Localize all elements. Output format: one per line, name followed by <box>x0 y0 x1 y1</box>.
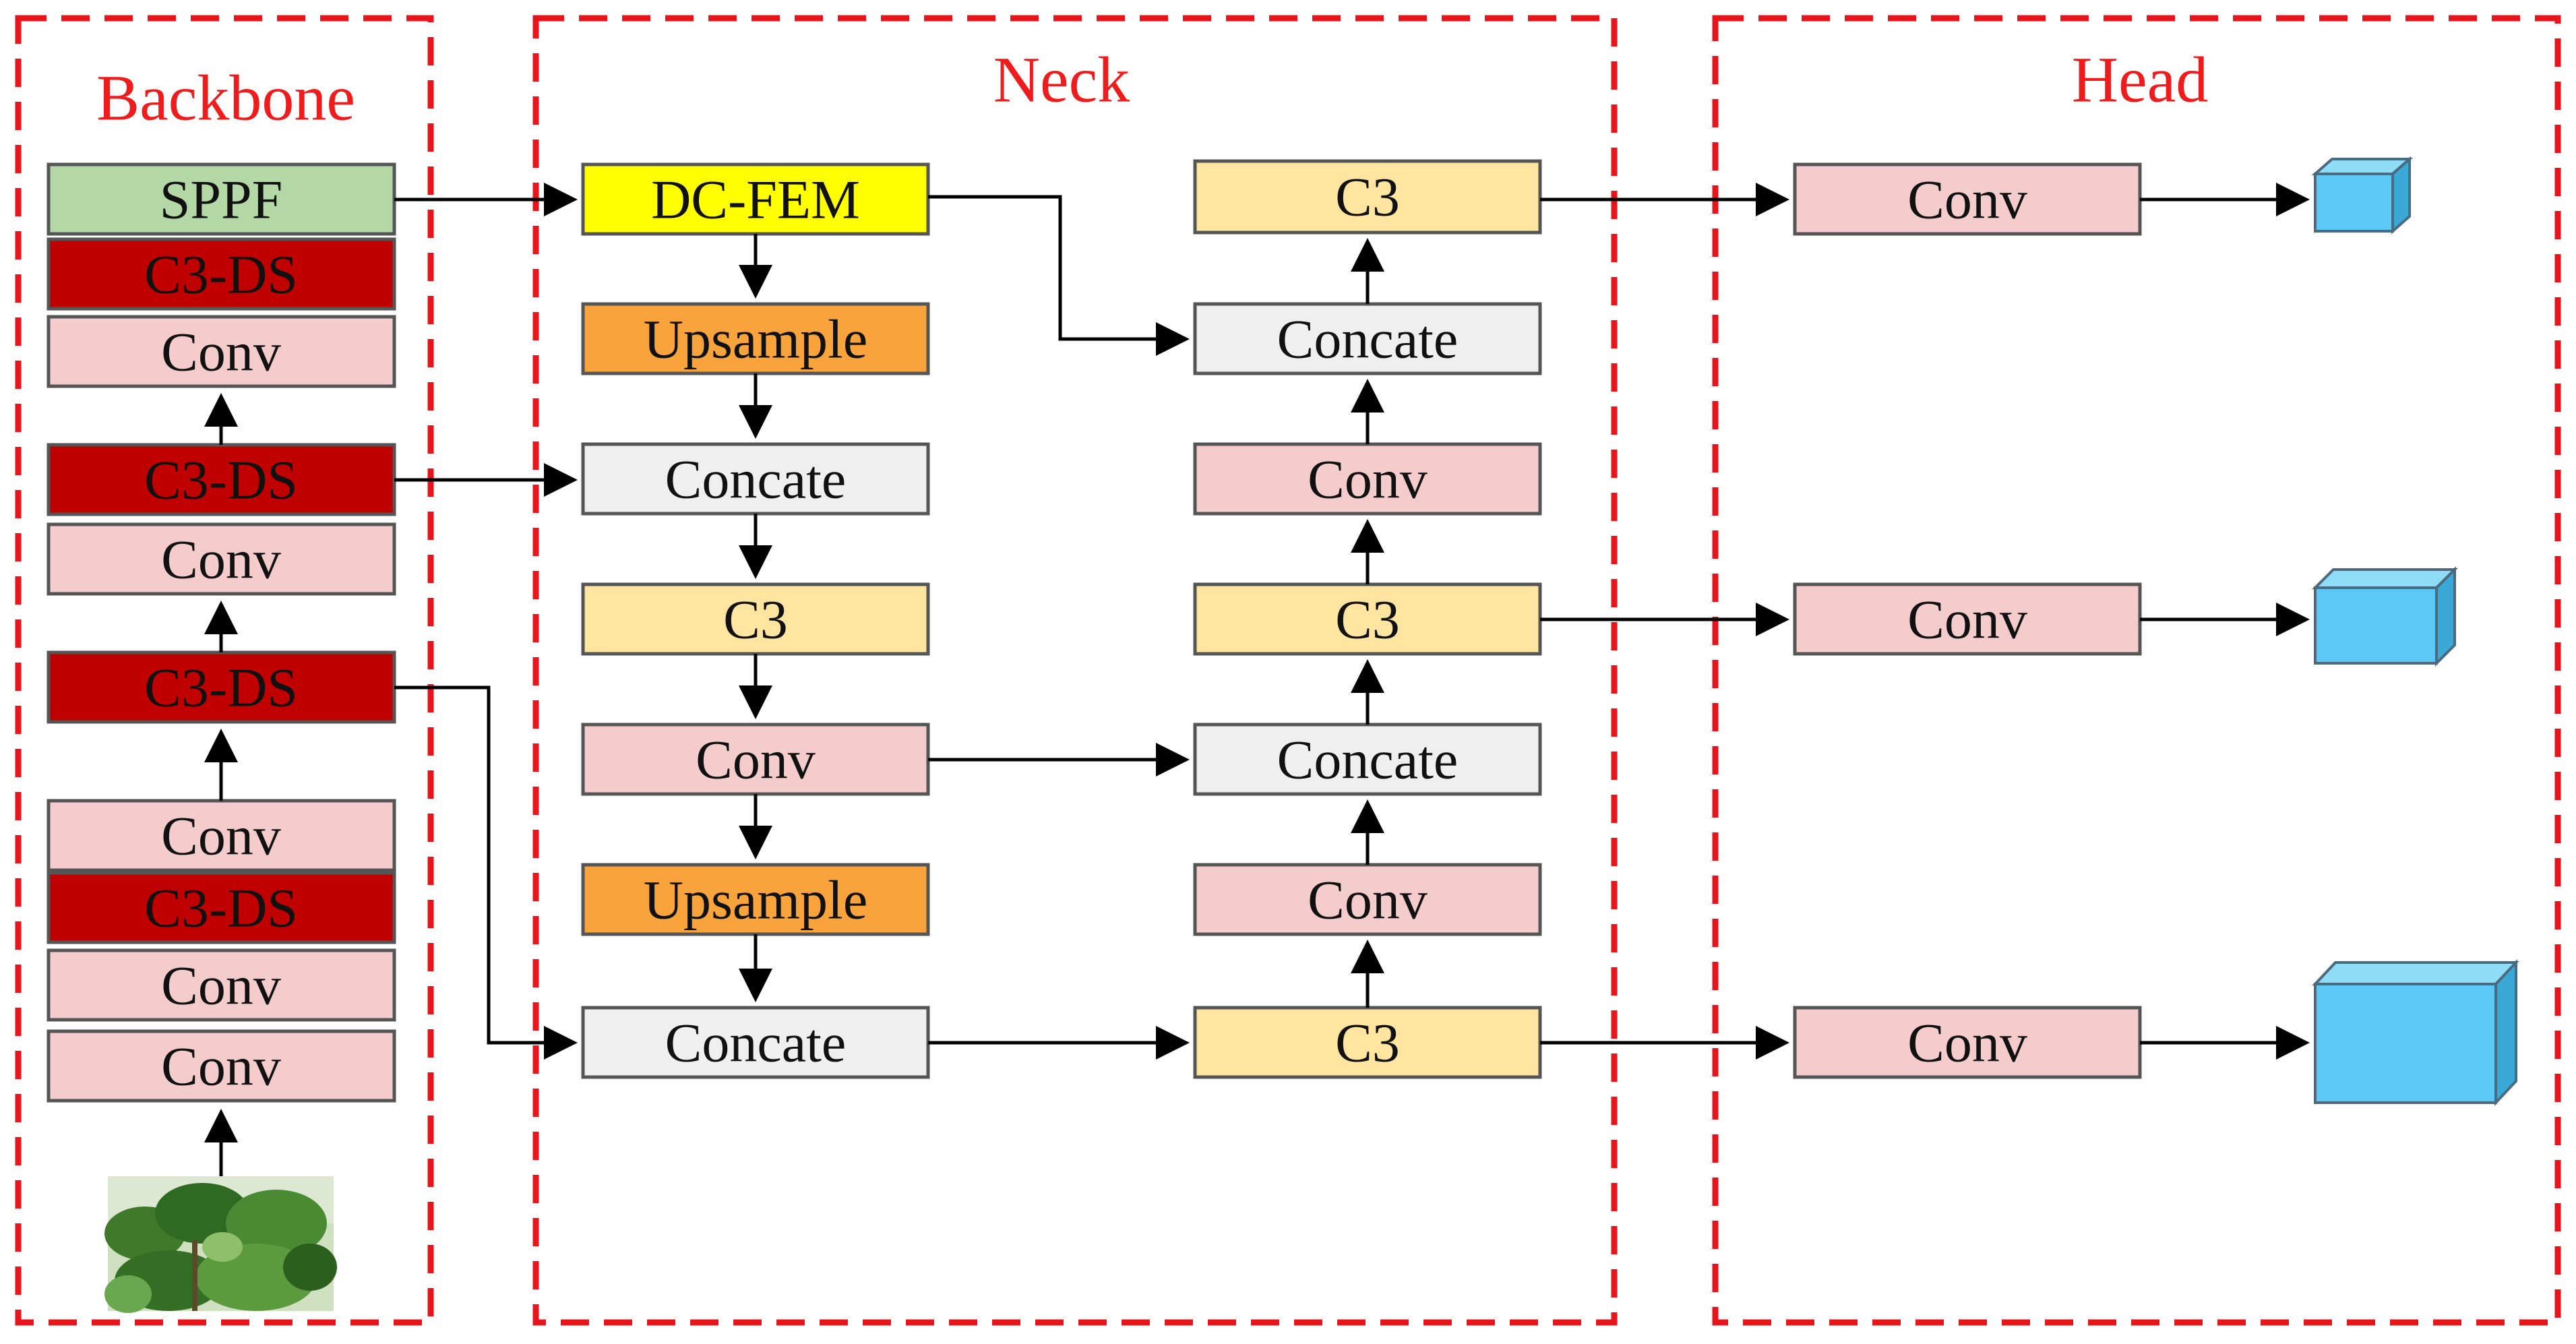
head-title: Head <box>2072 44 2209 116</box>
svg-text:C3: C3 <box>723 589 788 650</box>
c3-block: C3 <box>1193 582 1542 656</box>
small-output-cube-icon <box>2311 156 2414 235</box>
svg-text:Conv: Conv <box>1308 869 1428 931</box>
svg-text:Concate: Concate <box>1277 729 1459 791</box>
svg-text:Upsample: Upsample <box>644 309 867 370</box>
neck-title: Neck <box>993 44 1130 116</box>
conv-block: Conv <box>1793 582 2142 656</box>
svg-text:C3: C3 <box>1335 166 1400 228</box>
svg-text:C3-DS: C3-DS <box>144 657 298 719</box>
dcfem-block: DC-FEM <box>581 162 930 236</box>
conv-block: Conv <box>1793 1006 2142 1079</box>
c3-block: C3 <box>1193 1006 1542 1079</box>
concate-block: Concate <box>1193 302 1542 375</box>
c3ds-block: C3-DS <box>47 650 396 724</box>
c3ds-block: C3-DS <box>47 237 396 311</box>
c3ds-block: C3-DS <box>47 871 396 944</box>
svg-text:C3-DS: C3-DS <box>144 244 298 305</box>
svg-text:Conv: Conv <box>161 1036 281 1097</box>
conv-block: Conv <box>47 315 396 388</box>
svg-text:Conv: Conv <box>1907 1012 2027 1074</box>
conv-block: Conv <box>47 522 396 596</box>
head-frame <box>1712 15 2561 1326</box>
c3-block: C3 <box>581 582 930 656</box>
medium-output-cube-icon <box>2312 566 2458 667</box>
svg-text:Upsample: Upsample <box>644 869 867 931</box>
arrow <box>394 685 578 1060</box>
arrow <box>928 195 1190 356</box>
svg-text:C3-DS: C3-DS <box>144 878 298 939</box>
concate-block: Concate <box>1193 723 1542 796</box>
upsample-block: Upsample <box>581 863 930 936</box>
neck-right-column: C3 Concate Conv C3 Concate Conv C3 <box>1193 159 1542 1079</box>
backbone-title: Backbone <box>96 62 355 134</box>
conv-block: Conv <box>1193 863 1542 936</box>
concate-block: Concate <box>581 1006 930 1079</box>
svg-text:Concate: Concate <box>665 449 847 510</box>
c3-block: C3 <box>1193 159 1542 235</box>
conv-block: Conv <box>1793 162 2142 236</box>
connectors <box>204 183 2310 1176</box>
svg-text:C3-DS: C3-DS <box>144 450 298 511</box>
svg-text:Concate: Concate <box>1277 309 1459 370</box>
neck-left-column: DC-FEM Upsample Concate C3 Conv Upsample… <box>581 162 930 1079</box>
svg-text:C3: C3 <box>1335 589 1400 650</box>
svg-text:Conv: Conv <box>161 322 281 383</box>
head-column: Conv Conv Conv <box>1793 156 2519 1107</box>
svg-text:Conv: Conv <box>1308 449 1428 510</box>
neck-frame <box>532 15 1618 1326</box>
svg-text:DC-FEM: DC-FEM <box>651 169 860 231</box>
svg-text:Conv: Conv <box>1907 169 2027 231</box>
svg-text:SPPF: SPPF <box>160 169 282 231</box>
svg-text:Conv: Conv <box>696 729 816 791</box>
c3ds-block: C3-DS <box>47 443 396 516</box>
conv-block: Conv <box>47 1029 396 1103</box>
svg-text:C3: C3 <box>1335 1012 1400 1074</box>
svg-text:Conv: Conv <box>161 955 281 1016</box>
conv-block: Conv <box>581 723 930 796</box>
sppf-block: SPPF <box>47 162 396 236</box>
conv-block: Conv <box>47 948 396 1022</box>
backbone-column: SPPF C3-DS Conv C3-DS Conv C3-DS Conv C <box>47 162 396 1313</box>
svg-text:Conv: Conv <box>161 529 281 590</box>
concate-block: Concate <box>581 442 930 516</box>
large-output-cube-icon <box>2312 958 2519 1107</box>
svg-text:Conv: Conv <box>1907 589 2027 650</box>
conv-block: Conv <box>1193 442 1542 516</box>
svg-text:Concate: Concate <box>665 1012 847 1074</box>
input-image <box>104 1176 337 1313</box>
svg-text:Conv: Conv <box>161 805 281 867</box>
upsample-block: Upsample <box>581 302 930 375</box>
conv-block: Conv <box>47 799 396 872</box>
backbone-frame <box>15 15 434 1326</box>
